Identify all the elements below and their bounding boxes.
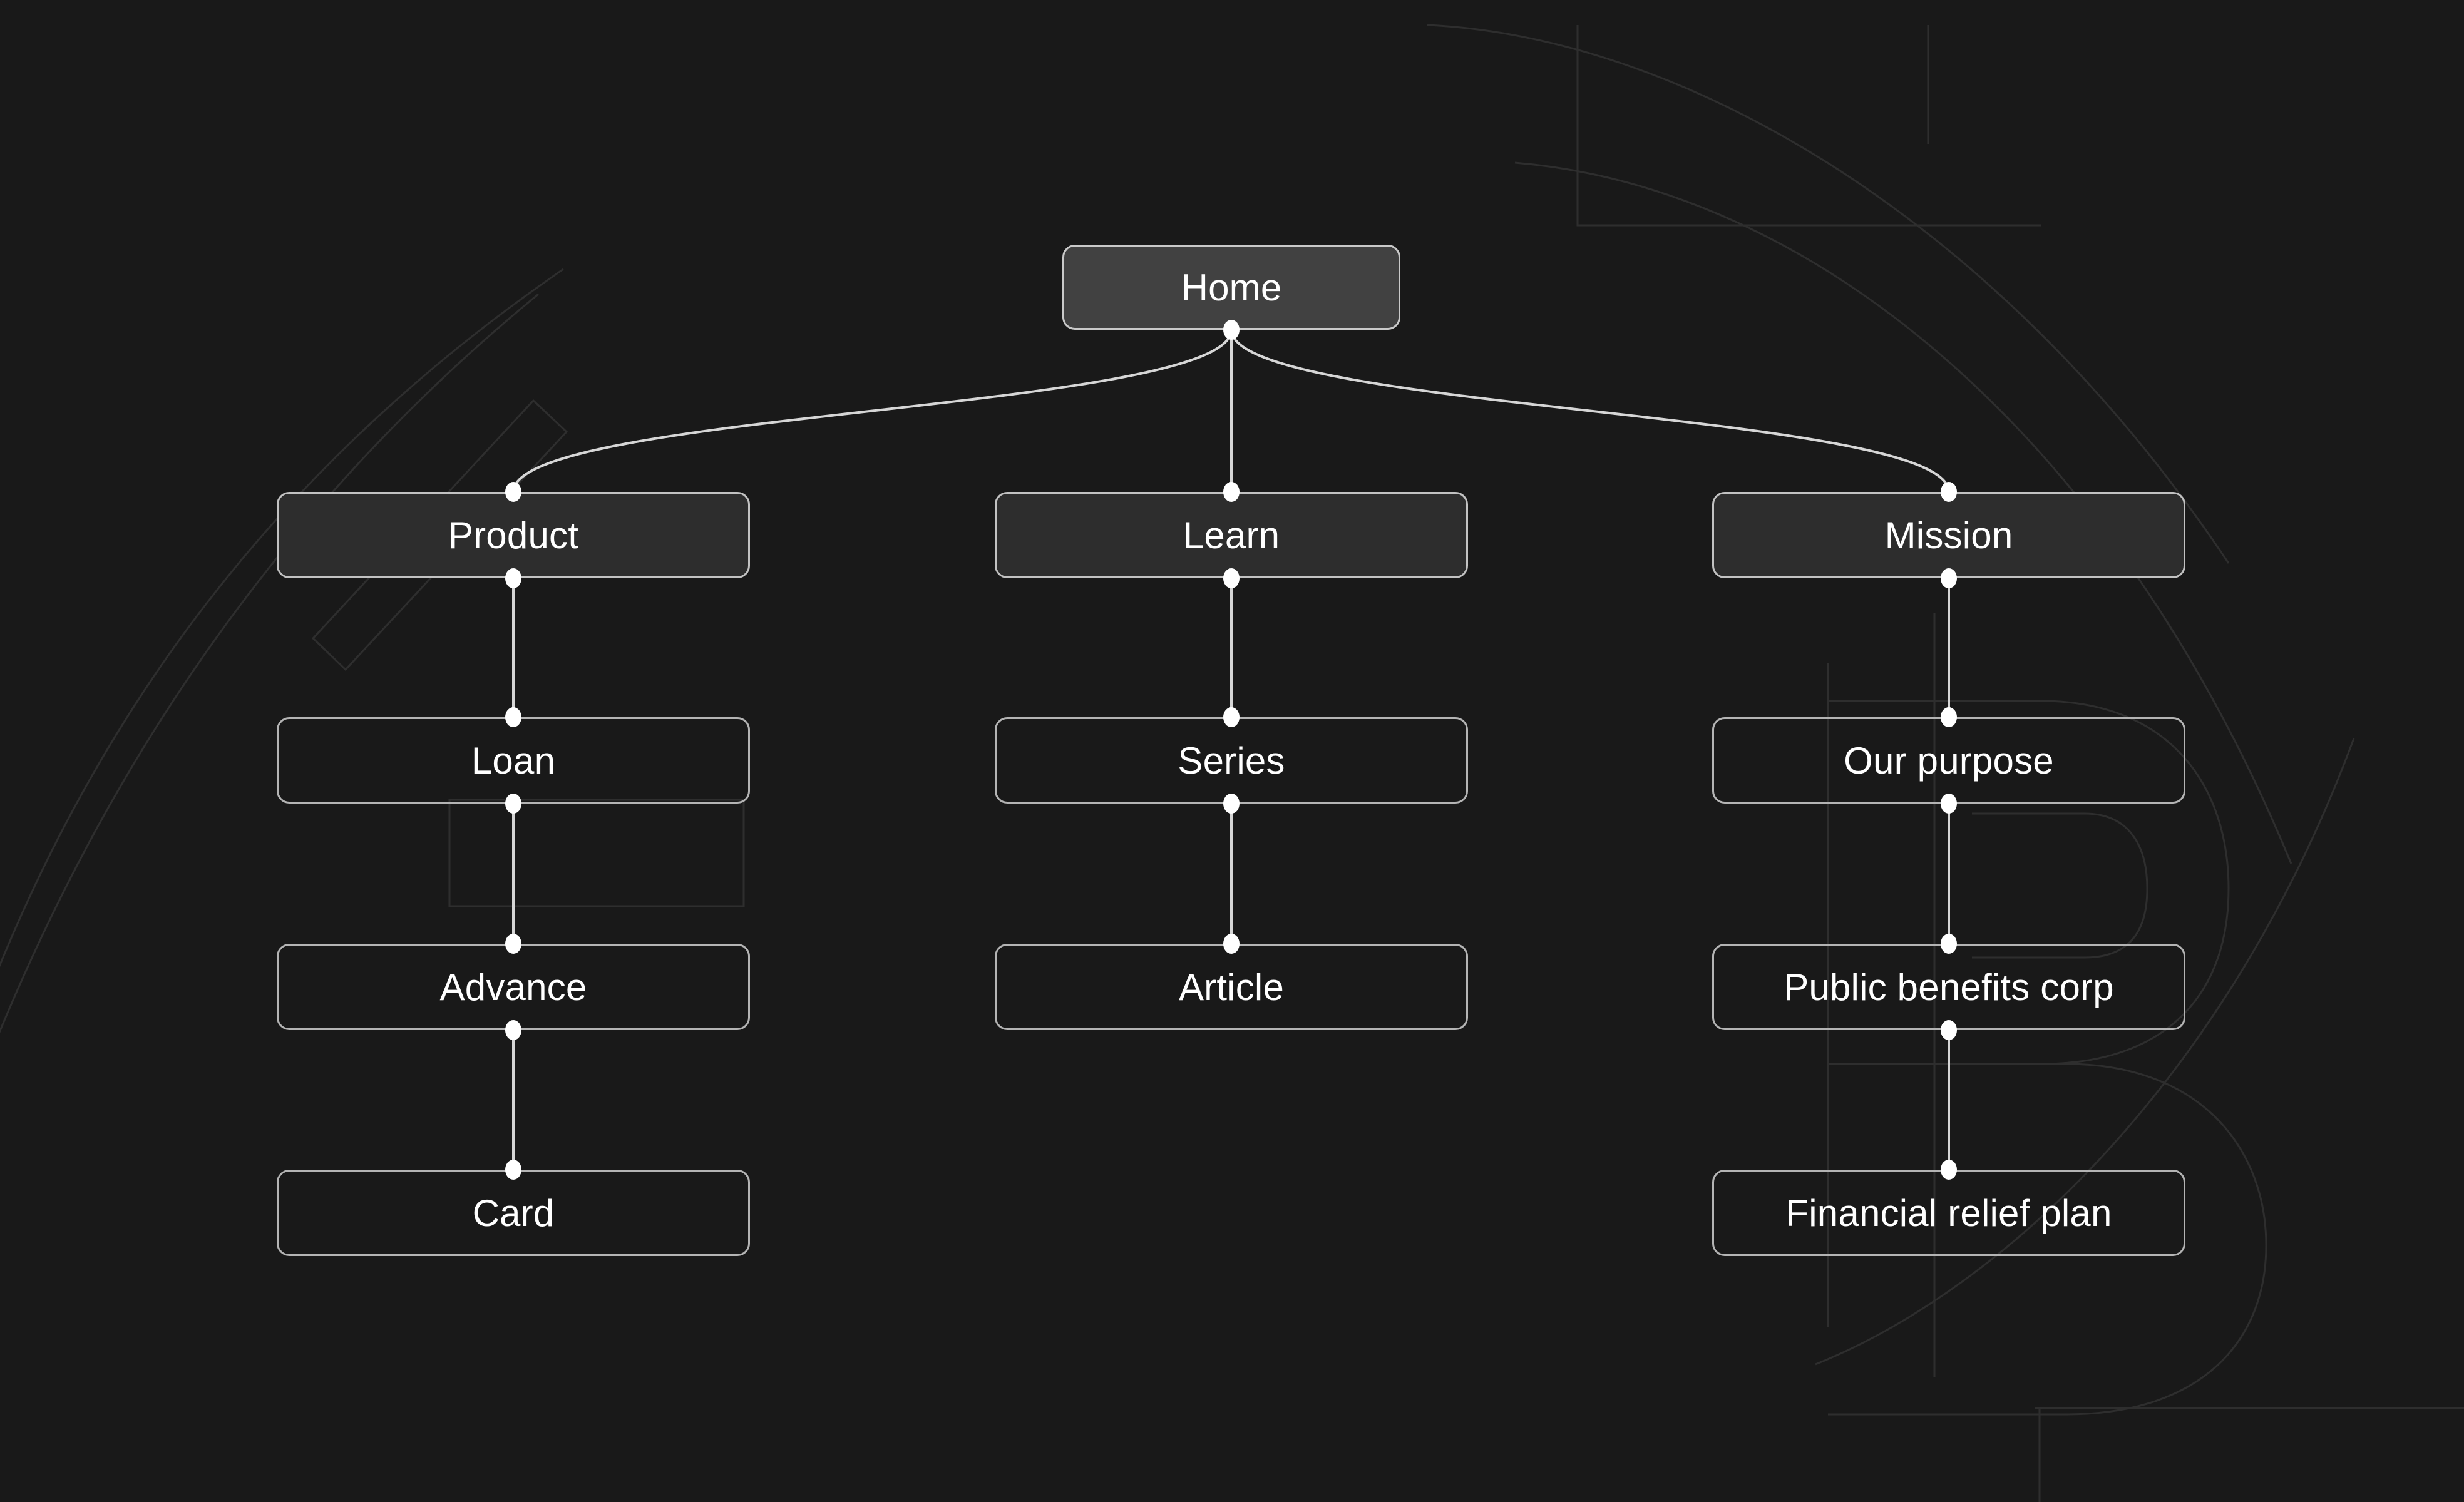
decor-arc-right-top [1427,24,2230,564]
node-label-advance: Advance [439,966,587,1008]
decor-arc-right-bottom [1815,738,2355,1366]
node-label-pbc: Public benefits corp [1784,966,2114,1008]
node-product[interactable]: Product [277,492,750,578]
node-relief[interactable]: Financial relief plan [1712,1170,2185,1256]
node-label-home: Home [1181,266,1282,309]
node-label-card: Card [472,1192,555,1234]
decor-rect-loan [448,799,745,907]
node-article[interactable]: Article [995,944,1468,1030]
node-label-learn: Learn [1183,514,1280,556]
decor-rect-topright [1576,25,2041,227]
node-label-product: Product [448,514,579,556]
edge-home-to-mission [1230,329,1950,493]
node-label-purpose: Our purpose [1844,739,2054,782]
node-label-series: Series [1178,739,1285,782]
node-series[interactable]: Series [995,717,1468,804]
node-purpose[interactable]: Our purpose [1712,717,2185,804]
node-learn[interactable]: Learn [995,492,1468,578]
decor-glyph-inner [1972,812,2148,959]
edge-home-to-product [512,329,1233,493]
node-loan[interactable]: Loan [277,717,750,804]
node-advance[interactable]: Advance [277,944,750,1030]
node-mission[interactable]: Mission [1712,492,2185,578]
node-card[interactable]: Card [277,1170,750,1256]
node-label-loan: Loan [471,739,556,782]
node-label-article: Article [1178,966,1285,1008]
node-pbc[interactable]: Public benefits corp [1712,944,2185,1030]
node-label-mission: Mission [1884,514,2013,556]
node-home[interactable]: Home [1062,245,1400,330]
node-label-relief: Financial relief plan [1785,1192,2112,1234]
